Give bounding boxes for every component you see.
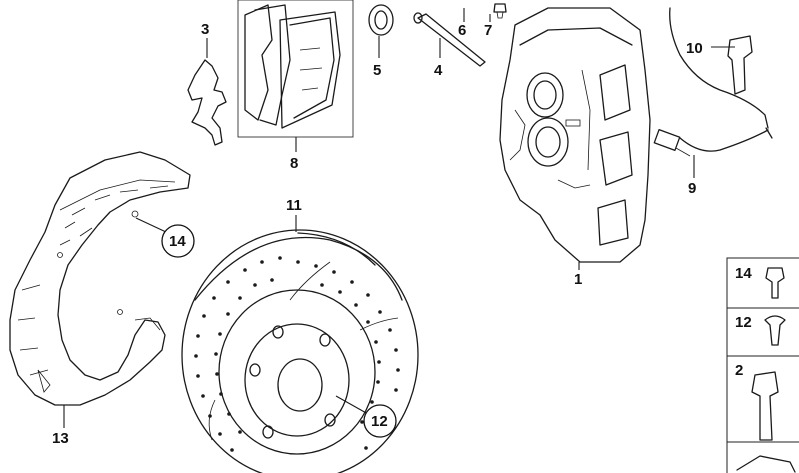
label-8: 8 (290, 155, 298, 172)
callout-labels: 3 5 4 6 7 8 10 9 1 11 13 14 12 14 12 2 (52, 21, 752, 447)
leader-lines (63, 8, 735, 428)
label-1: 1 (574, 271, 582, 288)
label-5: 5 (373, 62, 381, 79)
label-13: 13 (52, 430, 69, 447)
brake-pad-set-drawing (237, 0, 354, 138)
spring-clip-drawing (187, 59, 227, 146)
seal-ring-drawing (368, 4, 394, 36)
label-9: 9 (688, 180, 696, 197)
label-7: 7 (484, 22, 492, 39)
label-3: 3 (201, 21, 209, 38)
brake-disc-drawing (181, 229, 419, 473)
brake-caliper-drawing (499, 7, 651, 263)
sensor-bracket-drawing (727, 35, 753, 95)
legend-label-2: 2 (735, 362, 743, 379)
label-12-callout: 12 (371, 413, 388, 430)
bleed-valve-drawing (493, 3, 507, 19)
wear-sensor-drawing (653, 7, 773, 157)
splash-shield-drawing (9, 151, 191, 406)
legend-label-14: 14 (735, 265, 752, 282)
label-6: 6 (458, 22, 466, 39)
guide-pin-drawing (413, 12, 486, 67)
fastener-legend (726, 257, 799, 473)
label-10: 10 (686, 40, 703, 57)
legend-label-12: 12 (735, 314, 752, 331)
label-4: 4 (434, 62, 443, 79)
label-14-callout: 14 (169, 233, 186, 250)
label-11: 11 (286, 197, 302, 214)
